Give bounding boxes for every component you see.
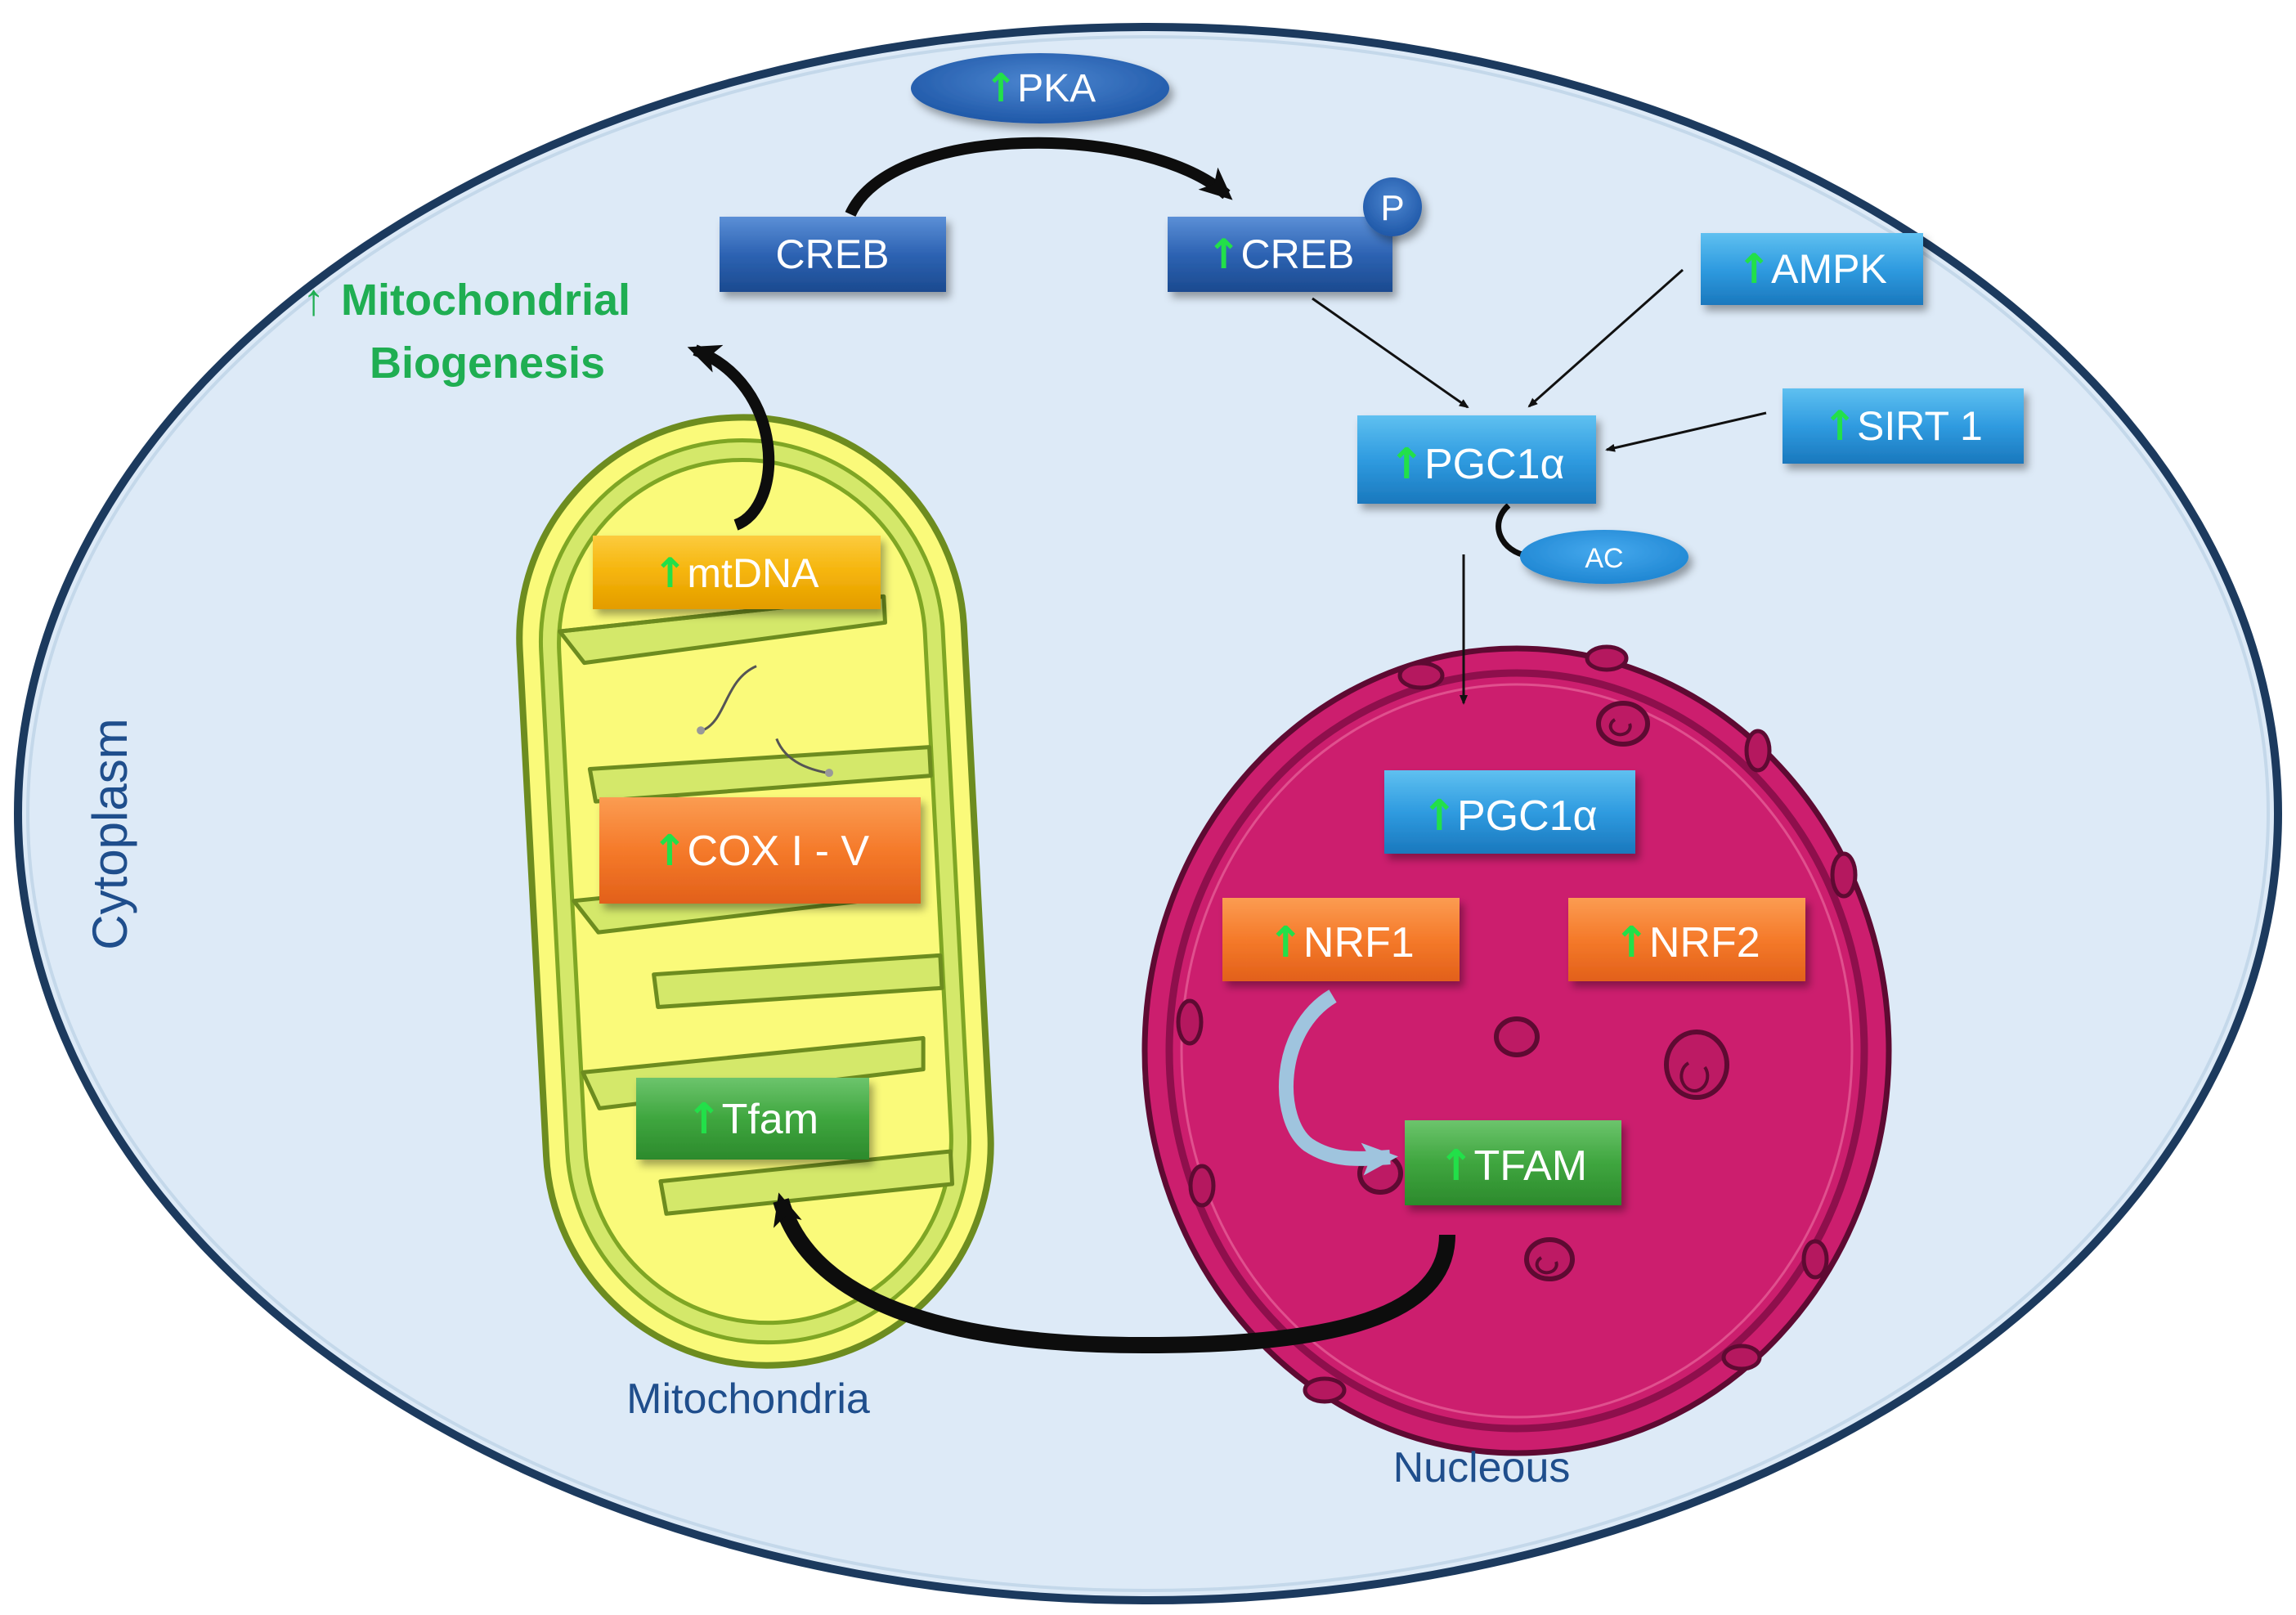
- svg-text:↑COX I - V: ↑COX I - V: [652, 827, 869, 876]
- mitochondria-label: Mitochondria: [626, 1375, 870, 1423]
- up-arrow-icon: ↑: [1267, 918, 1303, 967]
- node-ac[interactable]: AC: [1520, 530, 1688, 584]
- up-arrow-icon: ↑: [1421, 792, 1457, 841]
- svg-text:P: P: [1380, 188, 1404, 228]
- node-label: PGC1α: [1457, 792, 1598, 840]
- nucleus: [1141, 644, 1892, 1456]
- node-label: AC: [1585, 543, 1623, 574]
- node-tfam-mitochondria[interactable]: ↑Tfam: [636, 1078, 869, 1160]
- node-label: CREB: [1240, 231, 1354, 277]
- svg-text:↑Mitochondrial: ↑ Mitochondrial: [303, 276, 630, 325]
- up-arrow-icon: ↑: [303, 276, 325, 325]
- node-label: Tfam: [722, 1096, 818, 1143]
- node-label: CREB: [776, 231, 890, 277]
- outcome-line1: Mitochondrial: [341, 276, 630, 325]
- node-label: PKA: [1017, 67, 1096, 110]
- arrow-creb-to-pcreb: [845, 137, 1233, 218]
- svg-text:↑CREB: ↑CREB: [1207, 231, 1355, 278]
- node-label: SIRT 1: [1857, 403, 1983, 449]
- up-arrow-icon: ↑: [1613, 918, 1649, 967]
- arrow-ampk-to-pgc1a: [1527, 268, 1684, 408]
- up-arrow-icon: ↑: [1823, 402, 1857, 450]
- node-cox[interactable]: ↑COX I - V: [599, 797, 921, 904]
- up-arrow-icon: ↑: [1207, 231, 1241, 278]
- up-arrow-icon: ↑: [652, 550, 687, 597]
- node-label: NRF1: [1303, 919, 1415, 967]
- svg-text:↑SIRT 1: ↑SIRT 1: [1823, 402, 1983, 450]
- node-label: mtDNA: [687, 550, 819, 596]
- up-arrow-icon: ↑: [652, 827, 688, 876]
- arrow-tfam-to-mito: [773, 1192, 1455, 1354]
- node-tfam-nucleus[interactable]: ↑TFAM: [1405, 1120, 1621, 1205]
- cell-membrane: [14, 23, 2282, 1604]
- svg-text:↑PGC1α: ↑PGC1α: [1388, 440, 1564, 489]
- svg-text:↑AMPK: ↑AMPK: [1737, 245, 1887, 293]
- node-label: PGC1α: [1424, 441, 1565, 488]
- svg-text:↑PGC1α: ↑PGC1α: [1421, 792, 1597, 841]
- node-pgc1a-nucleus[interactable]: ↑PGC1α: [1384, 770, 1635, 854]
- node-nrf1[interactable]: ↑NRF1: [1222, 898, 1460, 981]
- svg-text:↑TFAM: ↑TFAM: [1438, 1142, 1587, 1191]
- node-pka[interactable]: ↑PKA: [911, 53, 1169, 123]
- up-arrow-icon: ↑: [984, 65, 1017, 111]
- svg-text:↑PKA: ↑PKA: [984, 65, 1096, 111]
- up-arrow-icon: ↑: [1438, 1142, 1474, 1191]
- node-label: COX I - V: [688, 828, 870, 875]
- up-arrow-icon: ↑: [686, 1095, 722, 1144]
- svg-text:↑NRF2: ↑NRF2: [1613, 918, 1760, 967]
- phosphate-badge: P: [1363, 177, 1422, 236]
- svg-text:↑NRF1: ↑NRF1: [1267, 918, 1414, 967]
- up-arrow-icon: ↑: [1737, 245, 1771, 293]
- node-sirt1[interactable]: ↑SIRT 1: [1783, 388, 2024, 464]
- up-arrow-icon: ↑: [1388, 440, 1424, 489]
- arrow-mtdna-to-biogenesis: [687, 344, 775, 531]
- node-label: AMPK: [1771, 246, 1887, 292]
- cytoplasm-label: Cytoplasm: [83, 718, 137, 949]
- node-pgc1a-cytoplasm[interactable]: ↑PGC1α: [1357, 415, 1596, 504]
- node-label: TFAM: [1473, 1142, 1587, 1190]
- svg-text:↑Tfam: ↑Tfam: [686, 1095, 818, 1144]
- node-ampk[interactable]: ↑AMPK: [1701, 233, 1923, 305]
- svg-text:↑mtDNA: ↑mtDNA: [652, 550, 819, 597]
- node-creb[interactable]: CREB: [720, 217, 946, 292]
- outcome-line2: Biogenesis: [370, 339, 605, 388]
- node-nrf2[interactable]: ↑NRF2: [1568, 898, 1805, 981]
- nucleus-label: Nucleous: [1393, 1444, 1571, 1492]
- arrow-sirt1-to-pgc1a: [1605, 411, 1767, 452]
- node-label: NRF2: [1649, 919, 1760, 967]
- outcome-label: ↑ Mitochondrial Biogenesis: [303, 276, 630, 388]
- arrow-pcreb-to-pgc1a: [1312, 297, 1469, 409]
- arrow-nrf1-to-tfam: [1278, 989, 1398, 1176]
- node-creb-phosphorylated[interactable]: ↑CREB: [1168, 217, 1392, 292]
- node-mtdna[interactable]: ↑mtDNA: [593, 536, 881, 609]
